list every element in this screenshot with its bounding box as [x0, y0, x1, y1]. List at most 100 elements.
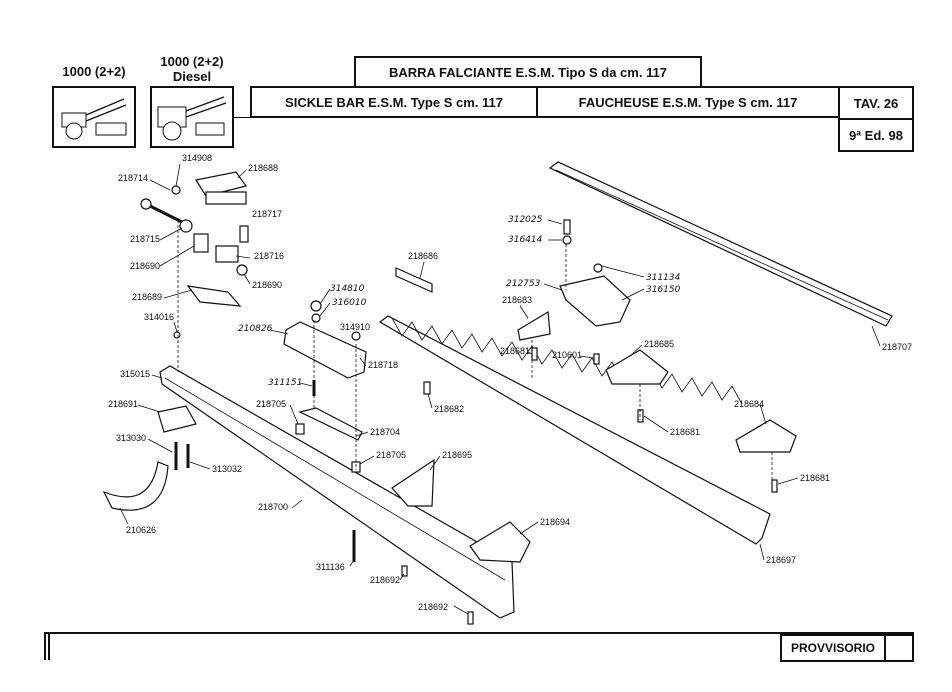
part-label: 218689 [132, 292, 162, 302]
part-label: 218704 [370, 427, 400, 437]
guard-218684 [735, 419, 797, 453]
part-label: 218697 [766, 555, 796, 565]
drive-block-212753 [559, 275, 631, 327]
screw-312025 [563, 219, 571, 235]
part-label: 316414 [508, 235, 543, 245]
part-label: 210826 [238, 324, 273, 334]
part-label: 218682 [434, 404, 464, 414]
part-label: 316010 [332, 298, 367, 308]
walking-tractor-diesel-icon [157, 96, 227, 141]
part-label: 218686 [408, 251, 438, 261]
nut-218690 [236, 264, 248, 276]
part-label: 218695 [442, 450, 472, 460]
part-label: 218683 [502, 295, 532, 305]
guard-218683 [517, 310, 551, 341]
part-label: 218694 [540, 517, 570, 527]
plate-210826 [283, 321, 367, 379]
part-label: 314910 [340, 322, 370, 332]
guard-218695 [391, 458, 435, 507]
screw-218717 [239, 225, 249, 243]
part-label: 218718 [368, 360, 398, 370]
bracket-218691 [157, 405, 197, 433]
model-label-line2: Diesel [172, 69, 212, 84]
part-label: 218681 [500, 346, 530, 356]
part-label: 315015 [120, 369, 150, 379]
block-218716 [215, 245, 239, 263]
screw-218681b [637, 409, 644, 423]
nut-314810 [310, 300, 322, 312]
washer-316010 [311, 313, 321, 323]
screw-210601 [593, 353, 600, 365]
guard-218685 [605, 349, 669, 385]
part-label: 311136 [316, 562, 345, 572]
part-label: 312025 [508, 215, 543, 225]
part-label: 210626 [126, 525, 156, 535]
model-label-1000-diesel: 1000 (2+2) Diesel [150, 54, 234, 84]
part-label: 314810 [330, 284, 365, 294]
tractor-thumbnail-1000 [52, 86, 136, 148]
part-label: 218700 [258, 502, 288, 512]
nut-314910 [351, 331, 361, 341]
strip-218686 [395, 267, 433, 293]
tractor-thumbnail-1000-diesel [150, 86, 234, 148]
plate-218690 [193, 233, 209, 253]
guard-218694 [469, 521, 531, 563]
part-label: 218690 [252, 280, 282, 290]
title-italian: BARRA FALCIANTE E.S.M. Tipo S da cm. 117 [354, 56, 702, 88]
part-label: 313030 [116, 433, 146, 443]
title-english: SICKLE BAR E.S.M. Type S cm. 117 [250, 86, 538, 118]
shoe-210626 [102, 461, 169, 511]
part-label: 218705 [376, 450, 406, 460]
bracket-218688 [195, 171, 248, 205]
walking-tractor-icon [61, 98, 127, 140]
part-label: 218684 [734, 399, 764, 409]
footer-left-tick [44, 632, 50, 660]
part-label: 218707 [882, 342, 912, 352]
part-label: 218691 [108, 399, 138, 409]
nut-311134 [593, 263, 603, 273]
screw-218682 [423, 381, 431, 395]
washer-218715 [179, 219, 193, 233]
part-label: 218681 [670, 427, 700, 437]
rivet-218692b [467, 611, 474, 625]
part-label: 218714 [118, 173, 148, 183]
part-label: 218688 [248, 163, 278, 173]
long-bar-218707 [548, 161, 893, 327]
cutter-bar-218700 [159, 365, 515, 619]
footer-empty-cell [884, 634, 914, 662]
spacer-218705 [295, 423, 305, 435]
bolt-218714 [140, 198, 183, 224]
rivet-218692 [401, 565, 408, 577]
part-label: 218685 [644, 339, 674, 349]
part-label: 210601 [552, 350, 582, 360]
knife-bar-218697 [378, 315, 771, 545]
screw-218681c [771, 479, 778, 493]
part-label: 218705 [256, 399, 286, 409]
model-label-line1: 1000 (2+2) [160, 54, 224, 69]
part-label: 314016 [144, 312, 174, 322]
part-label: 212753 [506, 279, 541, 289]
provisional-status-box: PROVVISORIO [780, 634, 886, 662]
part-label: 218715 [130, 234, 160, 244]
part-label: 311151 [268, 378, 302, 388]
plate-218704 [298, 407, 363, 441]
part-label: 218692 [370, 575, 400, 585]
part-label: 311134 [646, 273, 681, 283]
title-french: FAUCHEUSE E.S.M. Type S cm. 117 [536, 86, 840, 118]
part-label: 218692 [418, 602, 448, 612]
footer-rule [44, 632, 914, 634]
part-label: 218681 [800, 473, 830, 483]
part-label: 218716 [254, 251, 284, 261]
washer-316414 [562, 235, 572, 245]
model-label-1000: 1000 (2+2) [62, 64, 126, 79]
header-rule [234, 117, 252, 118]
leader-lines [119, 163, 881, 615]
part-label: 313032 [212, 464, 242, 474]
part-label: 314908 [182, 153, 212, 163]
nut-314016 [173, 331, 181, 339]
nut-314908 [171, 185, 181, 195]
part-label: 218717 [252, 209, 282, 219]
edition-label: 9ª Ed. 98 [838, 118, 914, 152]
bracket-218689 [186, 285, 242, 307]
